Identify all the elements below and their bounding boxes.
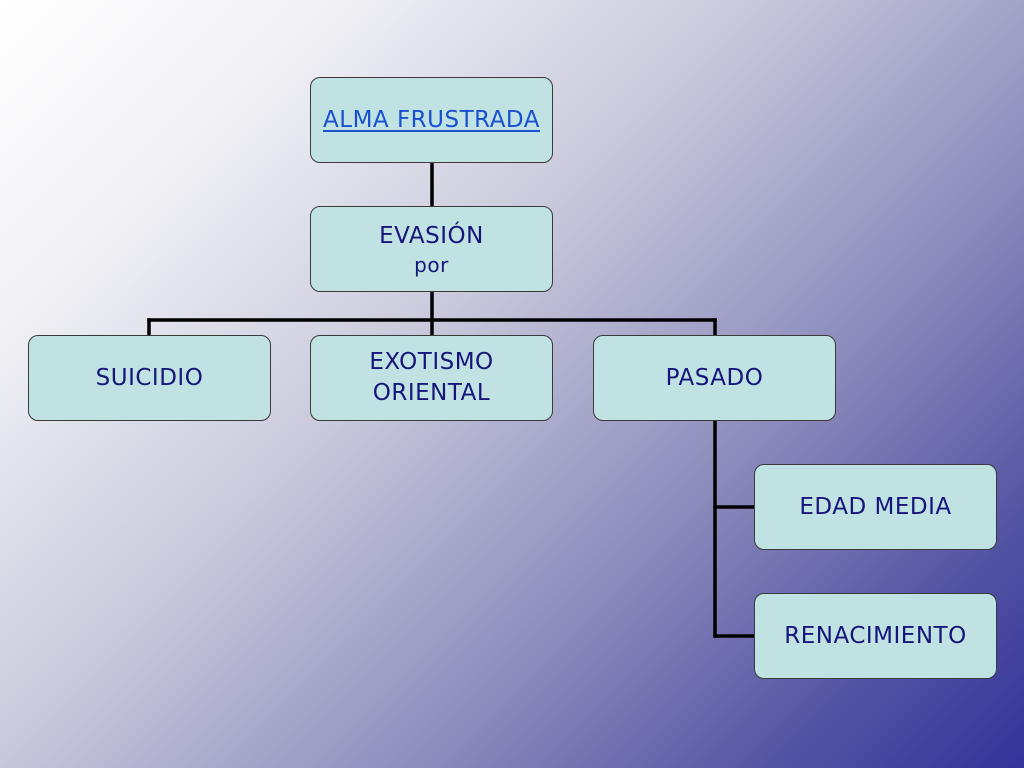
node-alma-frustrada: ALMA FRUSTRADA: [310, 77, 553, 163]
evasion-sublabel: por: [414, 252, 449, 277]
suicidio-label: SUICIDIO: [95, 364, 204, 391]
node-suicidio: SUICIDIO: [28, 335, 271, 421]
evasion-label: EVASIÓN: [379, 222, 484, 249]
node-renacimiento: RENACIMIENTO: [754, 593, 997, 679]
exotismo-label-line1: EXOTISMO: [369, 349, 494, 375]
alma-frustrada-link[interactable]: ALMA FRUSTRADA: [323, 106, 540, 133]
node-exotismo-oriental: EXOTISMO ORIENTAL: [310, 335, 553, 421]
exotismo-label-line2: ORIENTAL: [372, 380, 491, 406]
node-pasado: PASADO: [593, 335, 836, 421]
node-evasion: EVASIÓN por: [310, 206, 553, 292]
renacimiento-label: RENACIMIENTO: [784, 622, 967, 649]
pasado-label: PASADO: [665, 364, 764, 391]
node-edad-media: EDAD MEDIA: [754, 464, 997, 550]
edad-media-label: EDAD MEDIA: [799, 493, 952, 520]
